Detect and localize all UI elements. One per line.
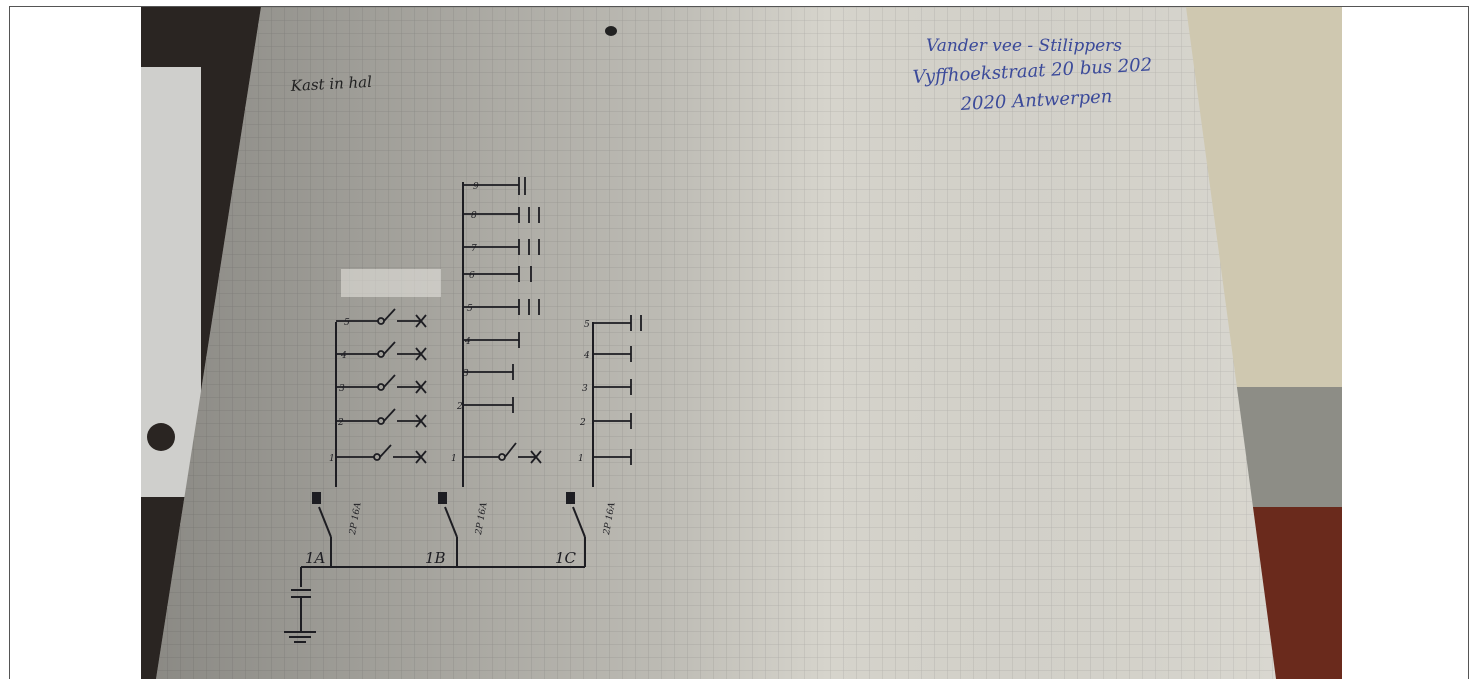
address-line-1: Vander vee - Stilippers [926, 36, 1122, 56]
circuit-b-7: 7 [471, 244, 477, 254]
binder-hole [147, 423, 175, 451]
note-top-left: Kast in hal [289, 73, 372, 95]
group-c-branches [593, 315, 642, 465]
branch-b-4 [463, 332, 520, 348]
branch-c-3 [593, 379, 632, 395]
branch-b-6 [463, 266, 532, 282]
branch-b-9 [463, 177, 526, 195]
circuit-a-3: 3 [339, 384, 345, 394]
circuit-b-9: 9 [473, 182, 479, 192]
branch-c-2 [593, 413, 632, 429]
group-b-branches [463, 177, 542, 464]
branch-c-4 [593, 346, 632, 362]
branch-c-5 [593, 315, 642, 331]
circuit-b-1: 1 [451, 454, 457, 464]
photo-canvas: Kast in hal Vander vee - Stilippers Vyff… [141, 7, 1342, 679]
branch-a-5 [336, 308, 427, 328]
group-b-label: 1B [425, 549, 446, 567]
circuit-c-2: 2 [579, 418, 586, 428]
circuit-b-2: 2 [456, 402, 463, 412]
binder-edge [141, 67, 201, 497]
group-c-label: 1C [555, 549, 577, 567]
circuit-b-8: 8 [471, 211, 477, 221]
branch-b-1 [463, 442, 542, 464]
circuit-a-4: 4 [340, 351, 347, 361]
circuit-c-4: 4 [583, 351, 590, 361]
branch-c-1 [593, 449, 632, 465]
circuit-c-1: 1 [578, 454, 584, 464]
circuit-a-1: 1 [329, 454, 335, 464]
branch-b-8 [463, 207, 540, 223]
branch-a-1 [336, 444, 427, 464]
branch-b-3 [463, 364, 514, 380]
circuit-c-3: 3 [582, 384, 588, 394]
branch-a-2 [336, 408, 427, 428]
circuit-b-5: 5 [467, 304, 473, 314]
photo: Kast in hal Vander vee - Stilippers Vyff… [141, 7, 1342, 679]
circuit-b-6: 6 [469, 271, 475, 281]
branch-b-5 [463, 299, 540, 315]
circuit-a-5: 5 [344, 318, 350, 328]
circuit-c-5: 5 [584, 320, 590, 330]
branch-b-7 [463, 239, 540, 255]
paper-shading [156, 7, 1276, 679]
group-a-branches [336, 308, 427, 464]
punch-hole [605, 26, 617, 36]
branch-a-4 [336, 341, 427, 361]
group-a-label: 1A [305, 549, 326, 567]
branch-b-2 [463, 397, 514, 413]
circuit-diagram [284, 182, 594, 643]
circuit-b-4: 4 [464, 337, 471, 347]
circuit-b-3: 3 [463, 369, 469, 379]
branch-a-3 [336, 374, 427, 394]
circuit-a-2: 2 [337, 418, 344, 428]
paper-glare [341, 269, 441, 297]
